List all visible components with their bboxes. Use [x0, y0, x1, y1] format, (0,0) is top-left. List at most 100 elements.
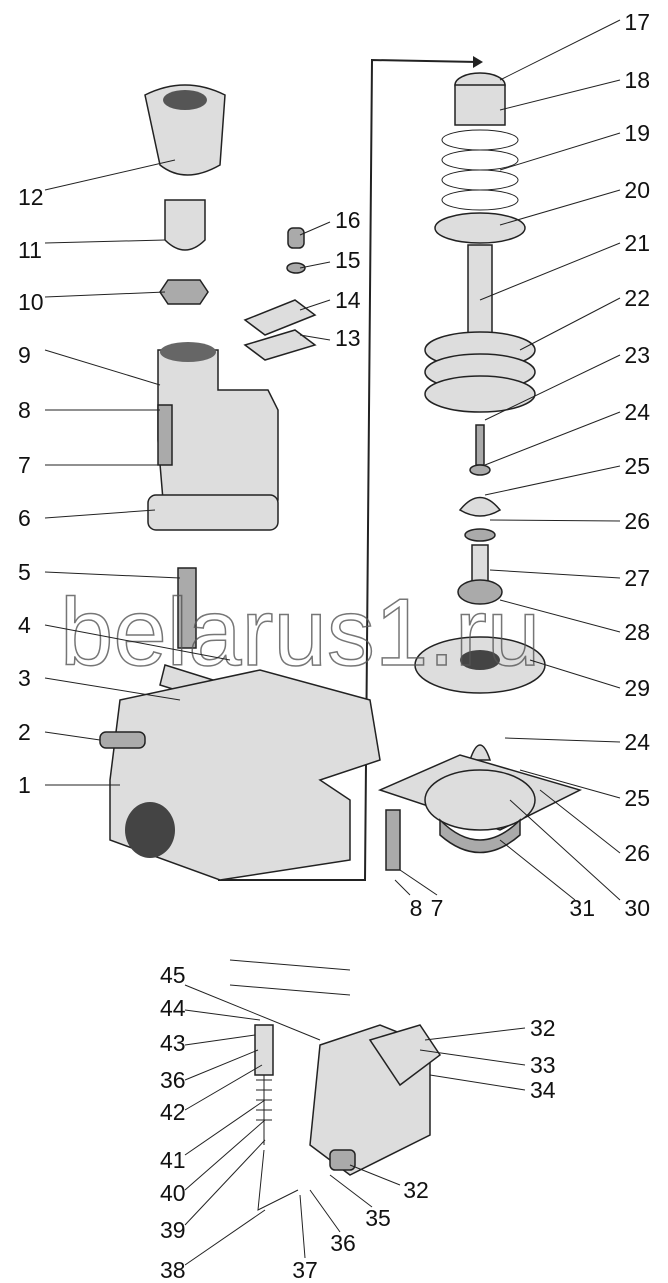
leader-line: [399, 869, 438, 896]
leader-line: [539, 789, 621, 854]
part-label-17: 17: [624, 9, 650, 35]
nut-10: [159, 279, 209, 305]
part-label-8: 8: [18, 397, 31, 423]
part-label-19: 19: [624, 120, 650, 146]
leader-line: [44, 349, 161, 386]
leader-line: [529, 659, 621, 689]
leader-line: [184, 1209, 266, 1266]
leader-line: [309, 1189, 341, 1233]
leader-line: [419, 1049, 526, 1066]
leader-line: [509, 799, 621, 901]
leader-line: [299, 334, 331, 341]
leader-line: [519, 769, 621, 799]
leader-line: [489, 569, 621, 579]
part-label-6: 6: [18, 505, 31, 531]
screw-16: [287, 227, 305, 249]
leader-line: [349, 1164, 401, 1186]
leader-line: [299, 261, 331, 269]
valve-body-assembly: [99, 84, 381, 881]
body-1: [109, 669, 381, 881]
leader-line: [499, 132, 621, 171]
leader-line: [504, 737, 621, 743]
leader-line: [299, 299, 331, 311]
cap-12: [144, 84, 226, 176]
part-label-5: 5: [18, 559, 31, 585]
part-label-9: 9: [18, 342, 31, 368]
spring-19: [441, 129, 519, 211]
part-label-7: 7: [18, 452, 31, 478]
part-label-32: 32: [530, 1015, 556, 1041]
plate-13: [243, 329, 317, 361]
part-label-39: 39: [160, 1217, 186, 1243]
bolt-8: [157, 404, 173, 466]
leader-line: [44, 291, 166, 298]
washer-15: [286, 262, 306, 274]
part-label-10: 10: [18, 289, 44, 315]
leader-line: [184, 1009, 261, 1021]
leader-line: [44, 624, 231, 661]
gasket-6: [147, 494, 279, 531]
part-label-26: 26: [624, 508, 650, 534]
leader-line: [499, 599, 621, 633]
part-label-34: 34: [530, 1077, 556, 1103]
part-label-41: 41: [160, 1147, 186, 1173]
leader-line: [499, 839, 576, 901]
leader-line: [499, 189, 621, 226]
housing-9: [157, 349, 279, 501]
part-label-2: 2: [18, 719, 31, 745]
part-label-25: 25: [624, 785, 650, 811]
leader-line: [499, 19, 621, 81]
leader-line: [484, 354, 621, 421]
leader-line: [44, 677, 181, 701]
leader-line: [184, 1139, 266, 1226]
part-label-45: 45: [160, 962, 186, 988]
part-label-3: 3: [18, 665, 31, 691]
leader-line: [519, 297, 621, 351]
part-label-13: 13: [335, 325, 361, 351]
leader-line: [489, 519, 621, 522]
leader-line: [394, 879, 411, 896]
part-label-35: 35: [365, 1205, 391, 1231]
part-label-31: 31: [569, 895, 595, 921]
piston-assembly: [377, 72, 583, 871]
leader-line: [424, 1027, 526, 1041]
part-label-11: 11: [18, 237, 42, 263]
leader-line: [184, 1034, 256, 1046]
part-label-27: 27: [624, 565, 650, 591]
leader-line: [184, 1064, 263, 1111]
part-label-18: 18: [624, 67, 650, 93]
part-label-37: 37: [292, 1257, 318, 1283]
part-label-30: 30: [624, 895, 650, 921]
part-label-14: 14: [335, 287, 361, 313]
leader-line: [44, 159, 176, 191]
part-label-42: 42: [160, 1099, 186, 1125]
spring-22: [424, 331, 536, 413]
bolt-8b: [385, 809, 401, 871]
part-label-1: 1: [18, 772, 31, 798]
part-label-43: 43: [160, 1030, 186, 1056]
leader-line: [184, 1049, 259, 1081]
part-label-22: 22: [624, 285, 650, 311]
leader-line: [184, 1119, 266, 1191]
pin-2: [99, 731, 146, 749]
leader-line: [184, 1099, 266, 1156]
part-label-16: 16: [335, 207, 361, 233]
part-label-36: 36: [330, 1230, 356, 1256]
mounted-view: [229, 959, 442, 1211]
part-label-15: 15: [335, 247, 361, 273]
leader-line: [429, 1074, 526, 1091]
part-label-33: 33: [530, 1052, 556, 1078]
leader-line: [44, 509, 156, 519]
part-label-25: 25: [624, 453, 650, 479]
plate-14: [243, 299, 317, 336]
part-labels: 1211109876543211615141317181920212223242…: [18, 9, 650, 1283]
part-label-23: 23: [624, 342, 650, 368]
leader-line: [44, 239, 166, 244]
part-label-20: 20: [624, 177, 650, 203]
part-label-44: 44: [160, 995, 186, 1021]
part-label-40: 40: [160, 1180, 186, 1206]
part-label-4: 4: [18, 612, 31, 638]
part-label-36: 36: [160, 1067, 186, 1093]
